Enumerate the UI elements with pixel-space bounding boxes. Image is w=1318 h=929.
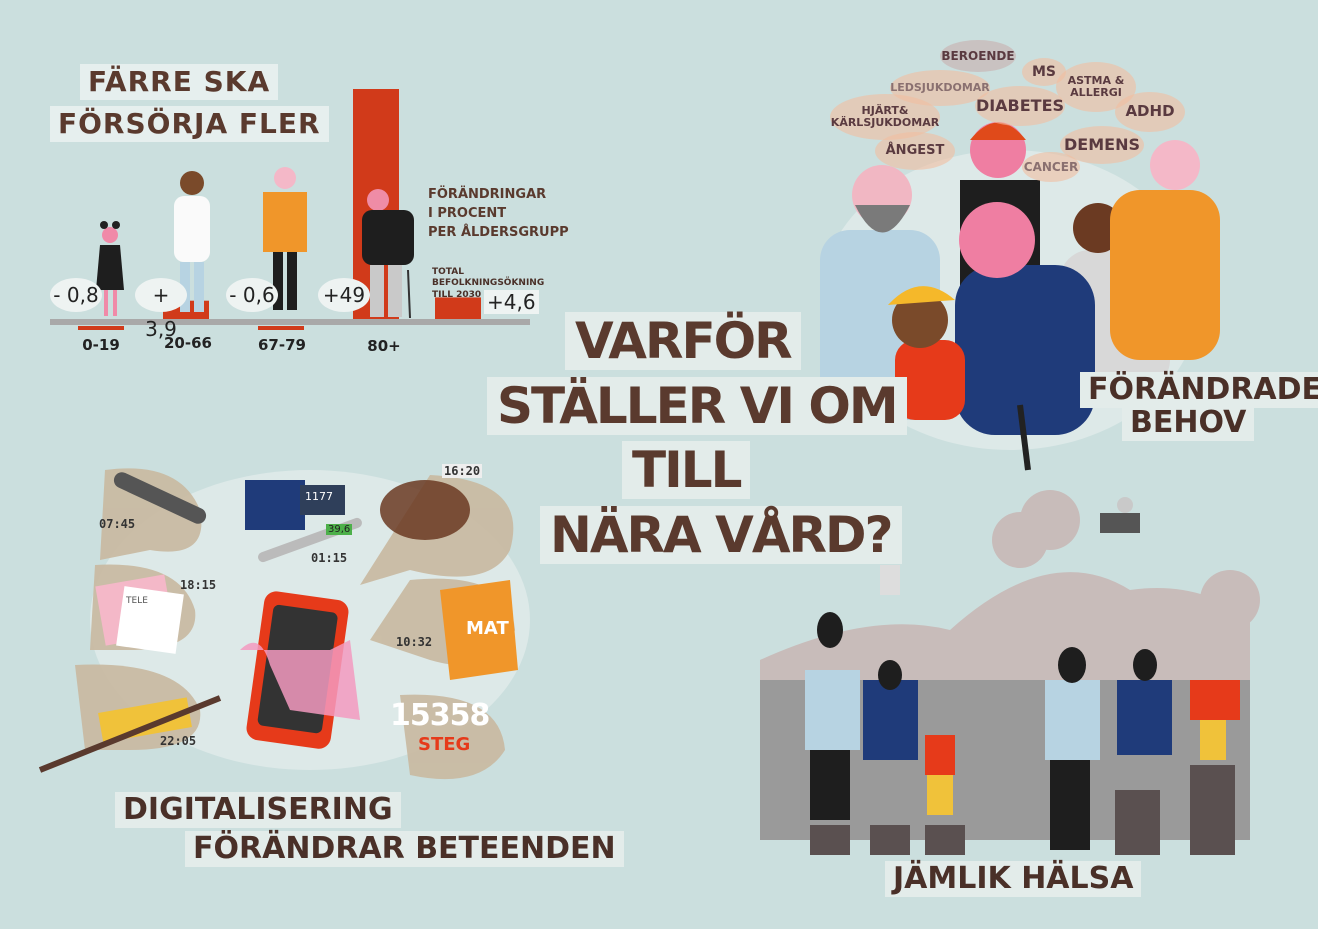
steps-label: STEG xyxy=(418,734,471,755)
digital-title-line1: DIGITALISERING xyxy=(115,792,401,828)
total-label: TOTAL BEFOLKNINGSÖKNING TILL 2030 xyxy=(432,267,544,301)
train-icon xyxy=(98,697,192,743)
child-figure xyxy=(96,221,124,316)
time-label: 01:15 xyxy=(311,551,348,565)
chart-legend: FÖRÄNDRINGAR I PROCENT PER ÅLDERSGRUPP xyxy=(428,186,569,243)
equity-title: JÄMLIK HÄLSA xyxy=(885,861,1142,897)
legend-line: PER ÅLDERSGRUPP xyxy=(428,224,569,240)
laptop-icon xyxy=(245,480,305,530)
chart-title-line1: FÄRRE SKA xyxy=(80,64,279,100)
disease-bubble: CANCER xyxy=(1022,152,1080,182)
total-label-line: TILL 2030 xyxy=(432,289,482,300)
people-figures-illustration xyxy=(96,167,414,319)
digital-title-line2: FÖRÄNDRAR BETEENDEN xyxy=(185,831,624,867)
equity-illustration xyxy=(760,490,1260,855)
elderly-figure xyxy=(362,189,414,319)
chart-bar xyxy=(78,326,124,330)
time-label: 18:15 xyxy=(180,578,217,592)
value-label-total: +4,6 xyxy=(484,290,539,314)
legend-line: I PROCENT xyxy=(428,205,507,221)
total-label-line: BEFOLKNINGSÖKNING xyxy=(432,278,545,289)
main-title-line4: NÄRA VÅRD? xyxy=(540,506,902,564)
value-label-20-66: + 3,9 xyxy=(135,278,187,341)
chart-bar xyxy=(258,326,304,330)
digital-illustration xyxy=(38,468,530,780)
chart-baseline xyxy=(50,319,530,325)
main-title-line1: VARFÖR xyxy=(565,312,801,370)
shopping-bag-icon xyxy=(440,580,518,680)
disease-bubble: ADHD xyxy=(1115,92,1185,132)
people-standing-on-boxes xyxy=(805,612,1240,855)
disease-bubble: ÅNGEST xyxy=(875,132,955,170)
main-title-line2: STÄLLER VI OM xyxy=(487,377,907,435)
thermometer-text: 39,6 xyxy=(326,524,353,535)
time-label: 16:20 xyxy=(442,464,483,478)
legend-line: FÖRÄNDRINGAR xyxy=(428,187,547,202)
wrench-icon xyxy=(113,472,207,524)
needs-title-line1: FÖRÄNDRADE xyxy=(1080,372,1318,408)
chart-title-line2: FÖRSÖRJA FLER xyxy=(50,106,329,142)
age-label-80-plus: 80+ xyxy=(367,337,401,355)
laptop-text: 1177 xyxy=(303,490,335,503)
faces-icon xyxy=(380,480,470,540)
time-label: 07:45 xyxy=(99,517,136,531)
bag-text: MAT xyxy=(466,618,509,639)
disease-bubble: BEROENDE xyxy=(940,40,1016,72)
paper-text: TELE xyxy=(126,596,148,606)
value-label-80-plus: +49 xyxy=(318,278,370,312)
total-label-line: TOTAL xyxy=(432,267,464,277)
time-label: 22:05 xyxy=(160,734,197,748)
age-label-0-19: 0-19 xyxy=(82,336,120,354)
main-title-line3: TILL xyxy=(622,441,751,499)
adult-figure xyxy=(174,171,210,312)
age-label-20-66: 20-66 xyxy=(164,334,212,352)
time-label: 10:32 xyxy=(396,635,433,649)
age-label-67-79: 67-79 xyxy=(258,336,306,354)
value-label-0-19: - 0,8 xyxy=(50,278,102,312)
needs-title-line2: BEHOV xyxy=(1122,405,1255,441)
disease-bubble: DIABETES xyxy=(975,86,1065,126)
steps-number: 15358 xyxy=(390,698,490,733)
chart-bar xyxy=(435,297,481,319)
value-label-67-79: - 0,6 xyxy=(226,278,278,312)
senior-figure xyxy=(263,167,307,310)
